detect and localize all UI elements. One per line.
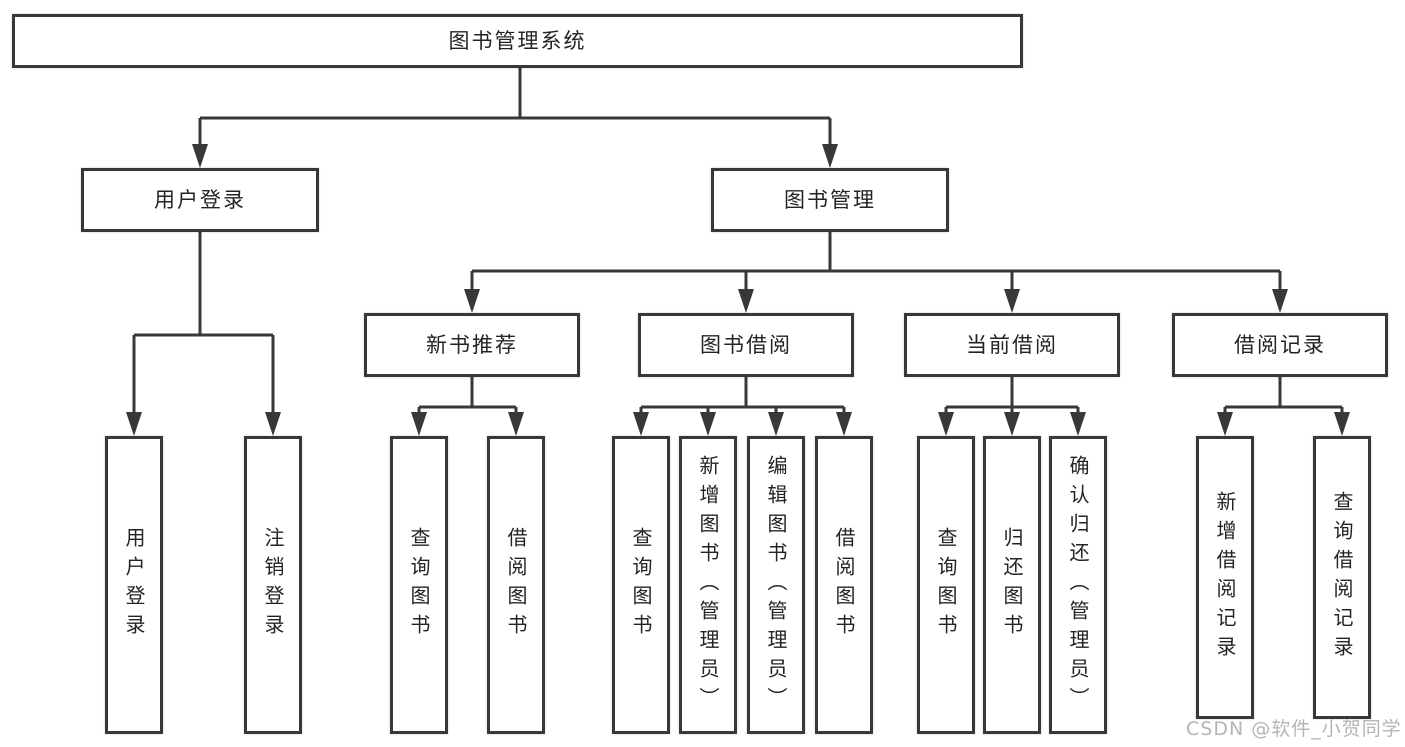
node-current-borrow: 当前借阅 [904, 313, 1120, 377]
arrowhead [738, 289, 754, 313]
arrowhead [411, 412, 427, 436]
node-borrow-record: 借阅记录 [1172, 313, 1388, 377]
leaf-borrow-books: 借阅图书 [815, 436, 873, 734]
arrowhead [836, 412, 852, 436]
node-new-book-recommend: 新书推荐 [364, 313, 580, 377]
connector-book-borrow-to-leaves [633, 377, 852, 436]
connector-new-book-to-leaves [411, 377, 524, 436]
connector-borrow-record-to-leaves [1217, 377, 1350, 436]
arrowhead [1334, 412, 1350, 436]
leaf-query-books-current: 查询图书 [917, 436, 975, 734]
connector-book-mgmt-to-level2 [464, 232, 1288, 313]
arrowhead [265, 412, 281, 436]
arrowhead [938, 412, 954, 436]
leaf-user-login: 用户登录 [105, 436, 163, 734]
leaf-confirm-return-admin: 确认归还（管理员） [1049, 436, 1107, 734]
arrowhead [822, 144, 838, 168]
arrowhead [633, 412, 649, 436]
node-book-borrow: 图书借阅 [638, 313, 854, 377]
leaf-logout: 注销登录 [244, 436, 302, 734]
leaf-query-borrow-record: 查询借阅记录 [1313, 436, 1371, 719]
arrowhead [768, 412, 784, 436]
leaf-borrow-books-recommend: 借阅图书 [487, 436, 545, 734]
connector-current-borrow-to-leaves [938, 377, 1086, 436]
leaf-return-books: 归还图书 [983, 436, 1041, 734]
arrowhead [192, 144, 208, 168]
arrowhead [1217, 412, 1233, 436]
node-user-login: 用户登录 [81, 168, 319, 232]
arrowhead [700, 412, 716, 436]
arrowhead [1272, 289, 1288, 313]
leaf-add-books-admin: 新增图书（管理员） [679, 436, 737, 734]
node-library-system: 图书管理系统 [12, 14, 1023, 68]
arrowhead [1004, 412, 1020, 436]
csdn-watermark: CSDN @软件_小贺同学 [1186, 718, 1402, 740]
node-book-management: 图书管理 [711, 168, 949, 232]
arrowhead [1070, 412, 1086, 436]
arrowhead [464, 289, 480, 313]
connector-root-to-level1 [192, 68, 838, 168]
connector-user-login-to-leaves [126, 232, 281, 436]
arrowhead [508, 412, 524, 436]
leaf-query-books-recommend: 查询图书 [390, 436, 448, 734]
leaf-add-borrow-record: 新增借阅记录 [1196, 436, 1254, 719]
arrowhead [1004, 289, 1020, 313]
arrowhead [126, 412, 142, 436]
leaf-edit-books-admin: 编辑图书（管理员） [747, 436, 805, 734]
leaf-query-books-borrow: 查询图书 [612, 436, 670, 734]
